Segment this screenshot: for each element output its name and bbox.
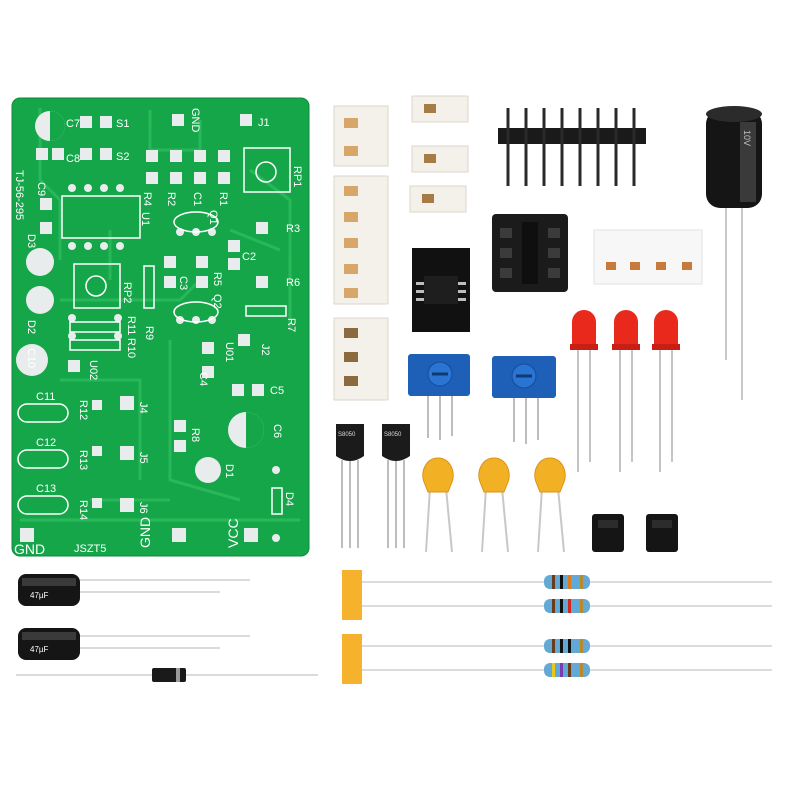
label-c10: C10 bbox=[25, 348, 37, 368]
big-cap-marking: 10V bbox=[742, 130, 752, 146]
label-r7: R7 bbox=[285, 318, 297, 332]
label-c2: C2 bbox=[242, 251, 256, 263]
transistor-1: S8050 bbox=[336, 424, 364, 548]
label-j1: J1 bbox=[258, 117, 270, 129]
label-gnd-right: GND bbox=[137, 517, 153, 548]
label-s2: S2 bbox=[116, 151, 129, 163]
label-gnd-left: GND bbox=[14, 541, 45, 557]
label-r11: R11 bbox=[125, 316, 137, 335]
label-r8: R8 bbox=[189, 428, 201, 442]
pcb-board: C7 C8 S1 S2 GND J1 RP1 TJ-56-295 C9 U1 R… bbox=[11, 97, 310, 557]
u1-outline bbox=[61, 195, 141, 239]
trimmer-potentiometer-1 bbox=[408, 354, 470, 440]
trimmer-potentiometer-2 bbox=[492, 356, 556, 444]
label-j6: J6 bbox=[137, 502, 149, 514]
transistor-2-marking: S8050 bbox=[384, 432, 402, 438]
label-s1: S1 bbox=[116, 118, 129, 130]
label-d1: D1 bbox=[223, 464, 235, 478]
label-q2: Q2 bbox=[211, 294, 223, 309]
board-code: TJ-56-295 bbox=[13, 170, 25, 220]
label-r12: R12 bbox=[77, 400, 89, 420]
label-r6: R6 bbox=[286, 277, 300, 289]
label-c7: C7 bbox=[66, 118, 80, 130]
resistor-3 bbox=[544, 639, 590, 653]
transistor-2: S8050 bbox=[382, 424, 410, 548]
label-r13: R13 bbox=[77, 450, 89, 470]
label-d4: D4 bbox=[283, 492, 295, 506]
electrolytic-2-marking: 47µF bbox=[30, 645, 49, 654]
label-rp2: RP2 bbox=[121, 282, 133, 303]
pcb-silkscreen: C7 C8 S1 S2 GND J1 RP1 TJ-56-295 C9 U1 R… bbox=[13, 108, 303, 557]
large-electrolytic-capacitor: 10V bbox=[706, 106, 762, 400]
label-c3: C3 bbox=[177, 276, 189, 290]
diode bbox=[16, 668, 318, 682]
label-j2: J2 bbox=[259, 344, 271, 356]
tape-resistors bbox=[342, 570, 772, 684]
electrolytic-1-marking: 47µF bbox=[30, 591, 49, 600]
transistor-1-marking: S8050 bbox=[338, 432, 356, 438]
pcb-pads bbox=[20, 114, 268, 542]
label-c12: C12 bbox=[36, 437, 56, 449]
label-r10: R10 bbox=[125, 338, 137, 358]
label-r14: R14 bbox=[77, 500, 89, 520]
pcb-cap-footprints bbox=[16, 111, 264, 483]
label-gnd-top: GND bbox=[189, 108, 201, 133]
resistor-4 bbox=[544, 663, 590, 677]
electrolytic-capacitor-2: 47µF bbox=[18, 628, 250, 660]
label-vcc: VCC bbox=[225, 518, 241, 548]
label-d2: D2 bbox=[25, 320, 37, 334]
label-r2: R2 bbox=[165, 192, 177, 206]
resistor-2 bbox=[544, 599, 590, 613]
label-r3: R3 bbox=[286, 223, 300, 235]
electrolytic-capacitor-1: 47µF bbox=[18, 574, 250, 606]
label-u1: U1 bbox=[139, 212, 151, 226]
label-u01: U01 bbox=[223, 342, 235, 362]
jumper-caps bbox=[592, 514, 678, 552]
label-j5: J5 bbox=[137, 452, 149, 464]
label-r5: R5 bbox=[211, 272, 223, 286]
ic-socket bbox=[492, 214, 568, 292]
red-leds bbox=[570, 310, 680, 472]
label-c1: C1 bbox=[191, 192, 203, 206]
smd-tape-strips bbox=[333, 95, 703, 401]
label-r1: R1 bbox=[217, 192, 229, 206]
ceramic-capacitors bbox=[422, 457, 566, 553]
label-c9: C9 bbox=[35, 182, 47, 196]
resistor-1 bbox=[544, 575, 590, 589]
ic-chip bbox=[412, 248, 470, 332]
label-c8: C8 bbox=[66, 153, 80, 165]
brand-mark: JSZT5 bbox=[74, 543, 106, 555]
label-d3: D3 bbox=[25, 234, 37, 248]
label-c6: C6 bbox=[271, 424, 283, 438]
label-j4: J4 bbox=[137, 402, 149, 414]
label-u02: U02 bbox=[87, 360, 99, 380]
label-c13: C13 bbox=[36, 483, 56, 495]
label-rp1: RP1 bbox=[291, 166, 303, 187]
label-c5: C5 bbox=[270, 385, 284, 397]
pin-header bbox=[498, 108, 646, 186]
label-c11: C11 bbox=[36, 391, 55, 403]
label-q1: Q1 bbox=[207, 210, 219, 225]
label-r9: R9 bbox=[143, 326, 155, 340]
label-r4: R4 bbox=[141, 192, 153, 206]
label-c4: C4 bbox=[197, 372, 209, 386]
